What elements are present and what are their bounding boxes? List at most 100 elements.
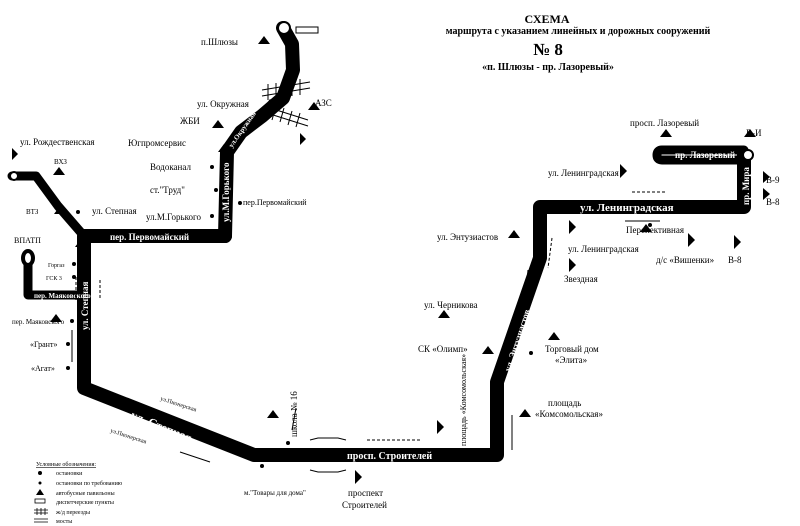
stop-chernikova: ул. Черникова (424, 300, 478, 310)
stop-okruzhnaya: ул. Окружная (197, 99, 249, 109)
stop-prospekt-2: Строителей (342, 500, 387, 510)
stop-v9: В-9 (766, 175, 780, 185)
pavilion-icon (258, 36, 270, 44)
stop-leningradskaya-r: ул. Ленинградская (568, 244, 639, 254)
stop-komsomolskaya-vertical: площадь «Комсомольская» (459, 354, 468, 446)
pavilion-icon (308, 102, 320, 110)
pavilion-icon (438, 310, 450, 318)
pavilion-icon (640, 224, 652, 232)
street-label-leningradskaya: ул. Ленинградская (580, 202, 674, 214)
legend-item-stops: остановки (56, 471, 83, 477)
pavilion-icon (744, 129, 756, 137)
route-number: № 8 (533, 40, 563, 59)
pavilion-icon (519, 409, 531, 417)
street-label-gorkogo: ул.М.Горького (221, 162, 231, 222)
pavilion-icon (75, 239, 87, 247)
street-label-pervomaysky: пер. Первомайский (110, 232, 189, 242)
dispatch-point-icon (295, 26, 319, 34)
stop-elita-1: Торговый дом (545, 344, 599, 354)
street-label-mira: пр. Мира (741, 167, 751, 205)
pavilion-icon (53, 167, 65, 175)
stop-gsk3: ГСК 3 (46, 276, 62, 282)
pavilion-icon (264, 99, 276, 107)
bridge-icon (309, 437, 347, 473)
stop-dot-icon (286, 441, 290, 445)
stop-komsomolskaya-1: площадь (548, 398, 581, 408)
stop-dot-icon (214, 188, 218, 192)
terminal-shlyuzy (277, 21, 319, 35)
stop-grant: «Грант» (30, 340, 57, 349)
stop-dot-icon (72, 262, 76, 266)
pavilion-icon (508, 230, 520, 238)
stop-dot-icon (210, 165, 214, 169)
stop-mayakovskogo: пер. Маяковского (12, 318, 65, 326)
stop-flag-icon (734, 235, 741, 249)
stop-perspektivnaya: Перспективная (626, 225, 684, 235)
stop-trud: ст."Труд" (150, 185, 185, 195)
legend: Условные обозначения: остановки остановк… (34, 461, 123, 525)
direction-arrows (71, 175, 665, 463)
stop-flag-icon (569, 220, 576, 234)
stop-flag-icon (12, 148, 18, 160)
pavilion-icon (54, 206, 66, 214)
street-label-stepnaya-vertical: ул. Степная (80, 282, 90, 330)
street-pionerskaya-2: ул.Пионерская (109, 428, 147, 445)
stop-vtz: ВТЗ (26, 208, 39, 216)
stop-shkola16: школа № 16 (289, 391, 299, 437)
stop-zvezdnaya: Звездная (564, 274, 598, 284)
request-stop-icon (38, 481, 42, 485)
stop-flag-icon (300, 133, 306, 145)
stop-dot-icon (38, 471, 42, 475)
terminal-lazorevy (742, 149, 754, 161)
stop-vishenki: д/с «Вишенки» (656, 255, 714, 265)
stop-dot-icon (72, 275, 76, 279)
street-pionerskaya-1: ул.Пионерская (159, 396, 197, 413)
legend-item-bridges: мосты (56, 519, 72, 525)
stop-dot-icon (66, 342, 70, 346)
stop-prospekt-1: проспект (348, 488, 383, 498)
stop-flag-icon (620, 164, 627, 178)
stop-labels: п.Шлюзы ул. Окружная ЖБИ АЗС Югпромсерви… (12, 37, 780, 510)
pavilion-icon (267, 410, 279, 418)
stop-tovary: м."Товары для дома" (244, 489, 306, 497)
stop-stepnaya: ул. Степная (92, 206, 137, 216)
stop-flag-icon (763, 188, 770, 200)
stop-olimp: СК «Олимп» (418, 344, 468, 354)
stop-dot-icon (76, 210, 80, 214)
stop-dot-icon (260, 464, 264, 468)
legend-item-pavilions: автобусные павильоны (56, 490, 115, 497)
pavilion-icon (516, 302, 528, 310)
pavilion-icon (660, 129, 672, 137)
dispatch-point-icon (34, 498, 46, 504)
stop-shlyuzy: п.Шлюзы (201, 37, 238, 47)
terminal-west (9, 171, 19, 181)
stop-yugpromservis: Югпромсервис (128, 138, 186, 148)
stop-markers (12, 36, 770, 484)
stop-dot-icon (648, 223, 652, 227)
street-label-stroiteley: просп. Строителей (347, 451, 432, 462)
legend-title: Условные обозначения: (36, 461, 96, 468)
pavilion-icon (548, 332, 560, 340)
stop-flag-icon (569, 258, 576, 272)
pavilion-icon (50, 314, 62, 322)
stop-v8-bottom: В-8 (728, 255, 742, 265)
stop-pervomaysky: пер.Первомайский (243, 198, 307, 207)
pavilion-icon (36, 489, 44, 495)
map-title: СХЕМА (524, 12, 569, 26)
stop-flag-icon (437, 420, 444, 434)
stop-dot-icon (70, 319, 74, 323)
street-label-lazorevy: пр. Лазоревый (675, 150, 735, 160)
legend-item-railway: ж/д переезды (55, 510, 90, 516)
pavilion-icon (218, 144, 230, 152)
railway-crossing-icon (261, 79, 311, 128)
route-name: «п. Шлюзы - пр. Лазоревый» (482, 62, 614, 73)
map-subtitle: маршрута с указанием линейных и дорожных… (446, 26, 711, 37)
stop-azs: АЗС (315, 98, 332, 108)
stop-komsomolskaya-2: «Комсомольская» (535, 409, 603, 419)
stop-elita-2: «Элита» (555, 355, 587, 365)
stop-dot-icon (529, 351, 533, 355)
stop-gorgaz: Горгаз (48, 263, 65, 269)
stop-flag-icon (763, 171, 770, 183)
stop-vhz: ВХЗ (54, 158, 67, 166)
